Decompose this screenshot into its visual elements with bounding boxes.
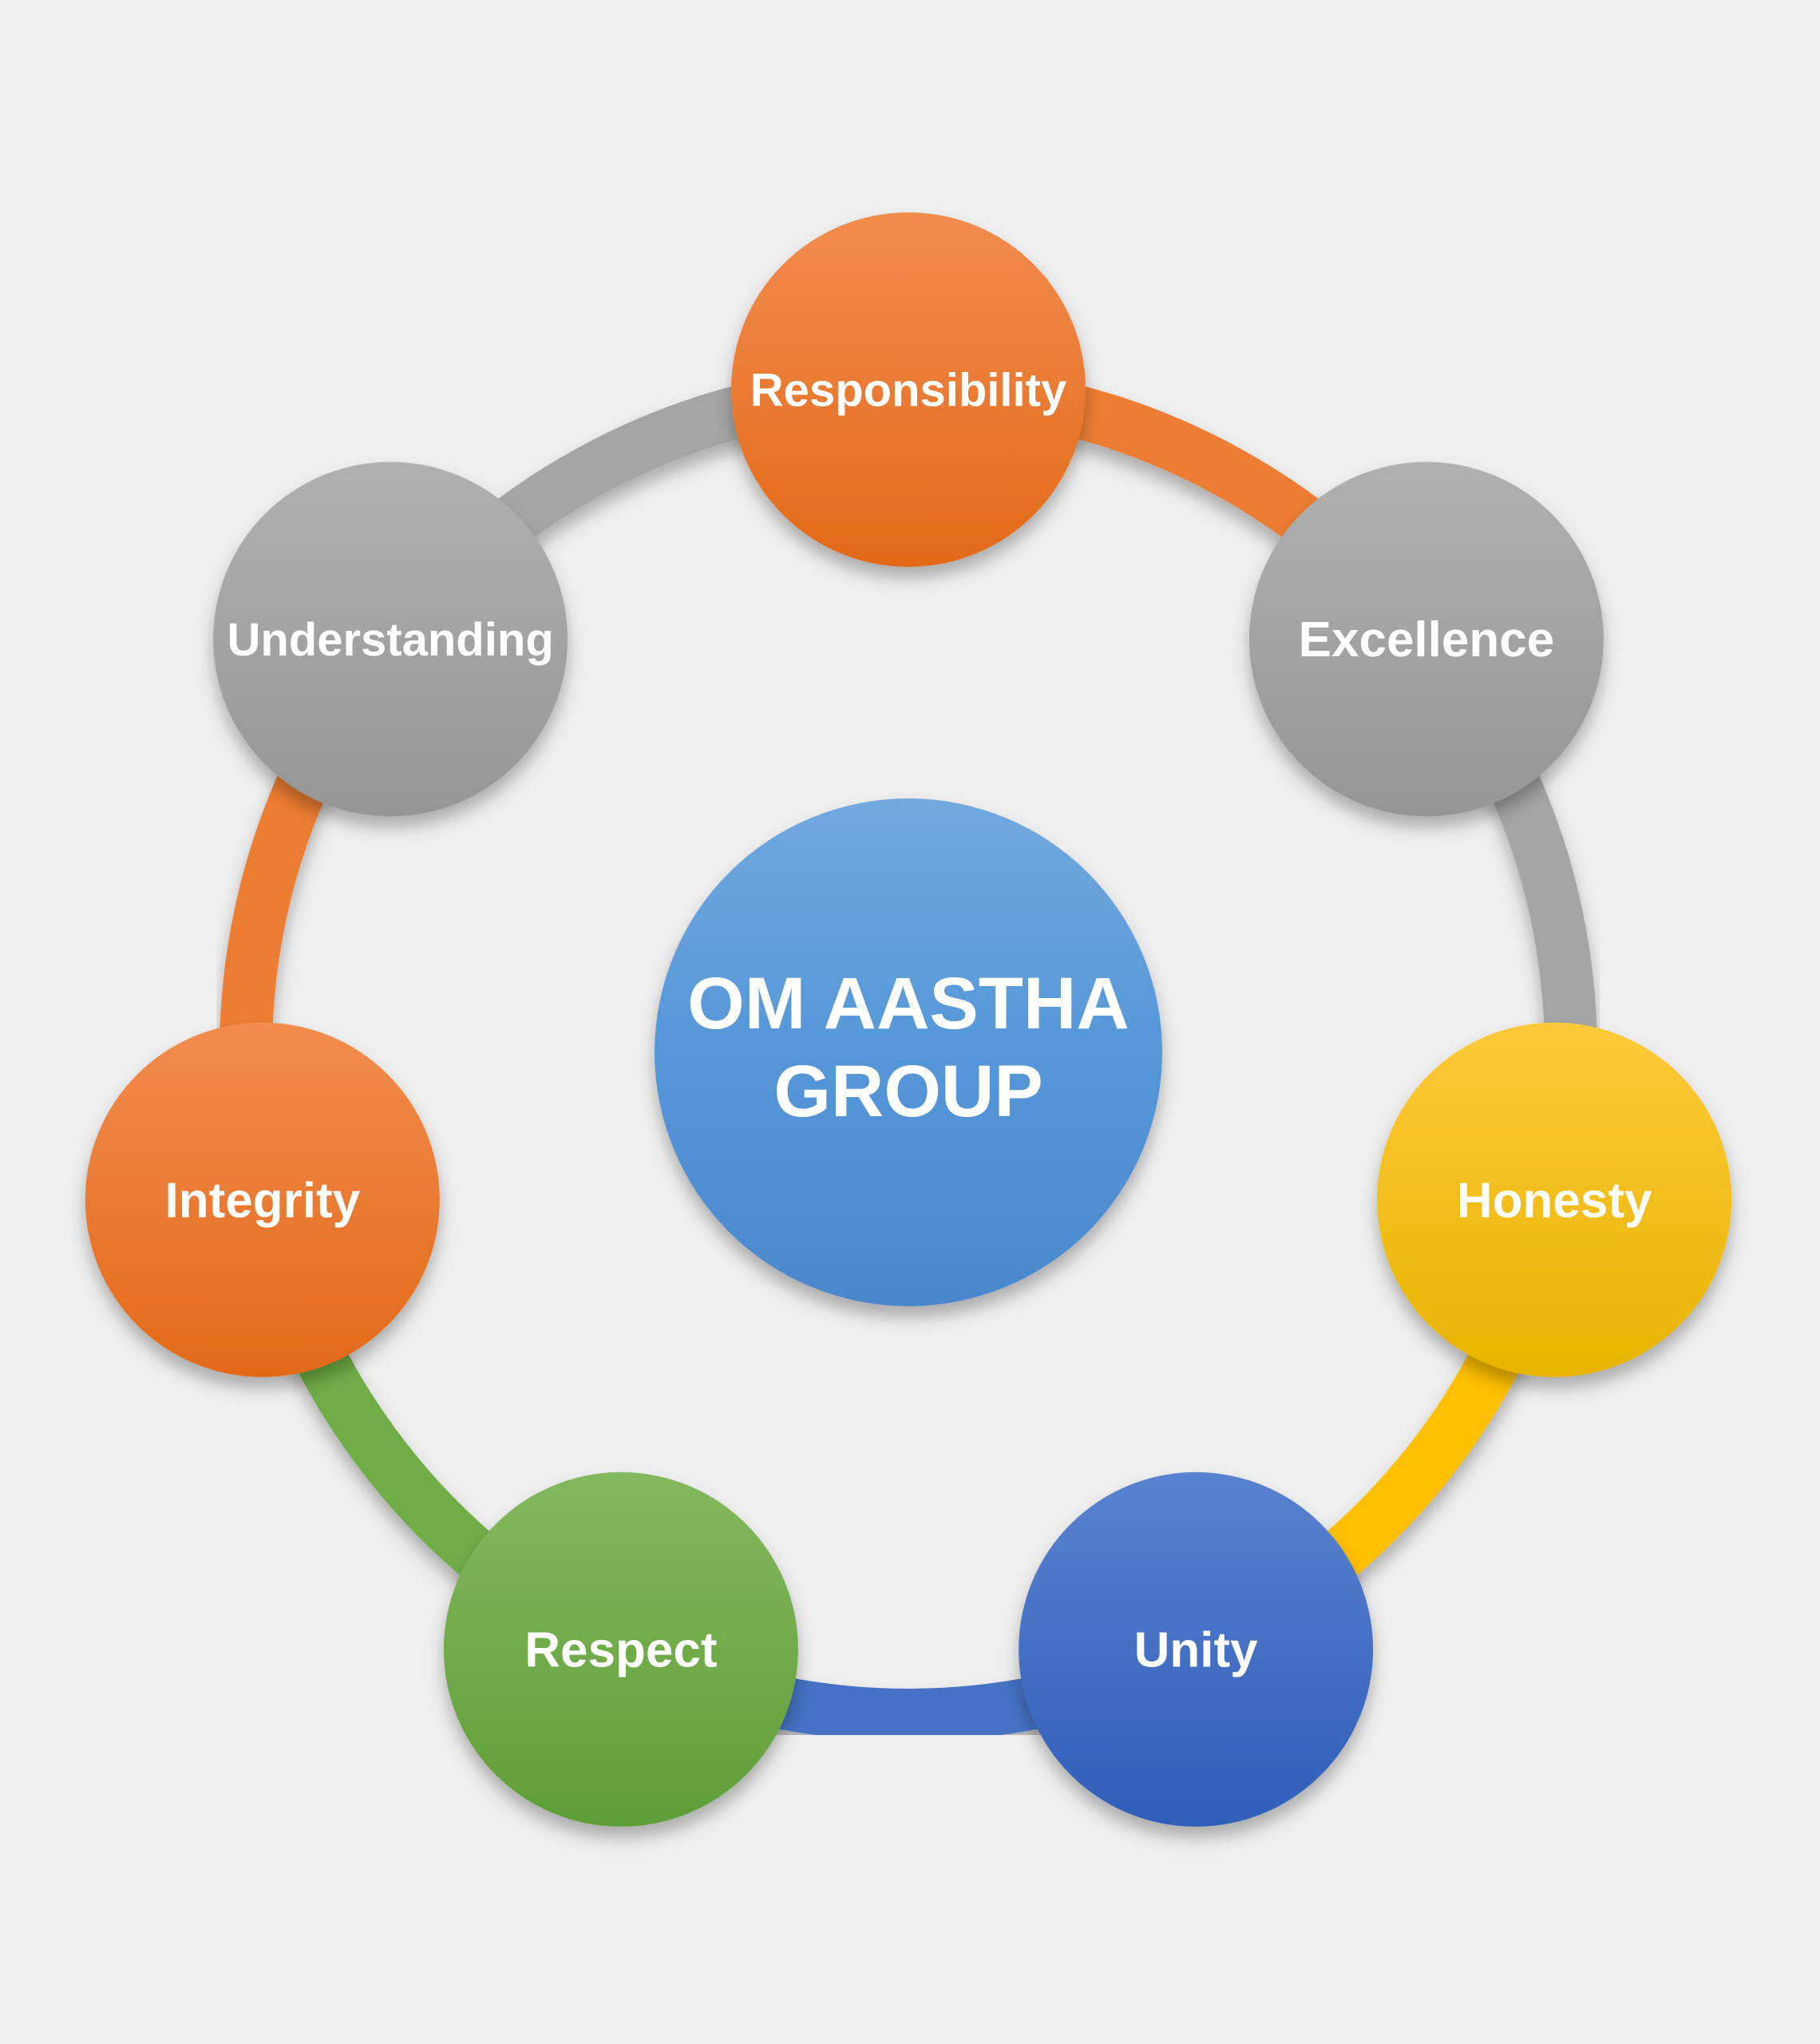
value-label-honesty: Honesty bbox=[1457, 1173, 1652, 1228]
value-circle-unity bbox=[1019, 1472, 1374, 1827]
value-node-responsibility: Responsibility bbox=[731, 212, 1086, 567]
value-node-excellence: Excellence bbox=[1248, 461, 1604, 817]
center-node: OM AASTHA GROUP bbox=[655, 798, 1162, 1306]
value-circle-responsibility bbox=[731, 212, 1086, 567]
value-node-understanding: Understanding bbox=[213, 461, 568, 817]
value-circle-honesty bbox=[1377, 1022, 1732, 1377]
value-node-respect: Respect bbox=[443, 1472, 798, 1827]
value-circle-integrity bbox=[85, 1022, 440, 1377]
value-node-unity: Unity bbox=[1019, 1472, 1374, 1827]
value-label-excellence: Excellence bbox=[1299, 612, 1555, 667]
value-circle-excellence bbox=[1248, 461, 1604, 817]
value-label-understanding: Understanding bbox=[227, 614, 553, 666]
center-circle bbox=[655, 798, 1162, 1306]
value-label-responsibility: Responsibility bbox=[750, 364, 1066, 416]
value-node-honesty: Honesty bbox=[1377, 1022, 1732, 1377]
center-title-line2: GROUP bbox=[774, 1051, 1043, 1132]
value-label-unity: Unity bbox=[1134, 1623, 1259, 1678]
value-label-respect: Respect bbox=[524, 1623, 717, 1678]
value-node-integrity: Integrity bbox=[85, 1022, 440, 1377]
value-circle-understanding bbox=[213, 461, 568, 817]
value-label-integrity: Integrity bbox=[165, 1173, 361, 1228]
center-title-line1: OM AASTHA bbox=[687, 963, 1130, 1044]
value-circle-respect bbox=[443, 1472, 798, 1827]
